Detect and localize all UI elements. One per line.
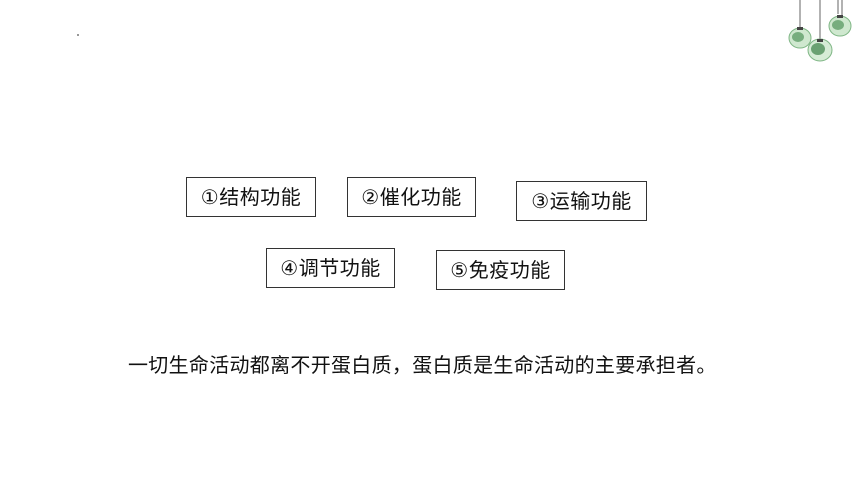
- function-box-catalysis: ②催化功能: [347, 177, 476, 217]
- function-box-structure: ①结构功能: [186, 177, 316, 217]
- function-box-transport: ③运输功能: [516, 181, 647, 221]
- corner-dot: [77, 34, 79, 36]
- function-box-immunity: ⑤免疫功能: [436, 250, 565, 290]
- summary-text: 一切生命活动都离不开蛋白质，蛋白质是生命活动的主要承担者。: [128, 353, 717, 377]
- hanging-lanterns-icon: [788, 0, 852, 62]
- function-box-regulation: ④调节功能: [266, 248, 395, 288]
